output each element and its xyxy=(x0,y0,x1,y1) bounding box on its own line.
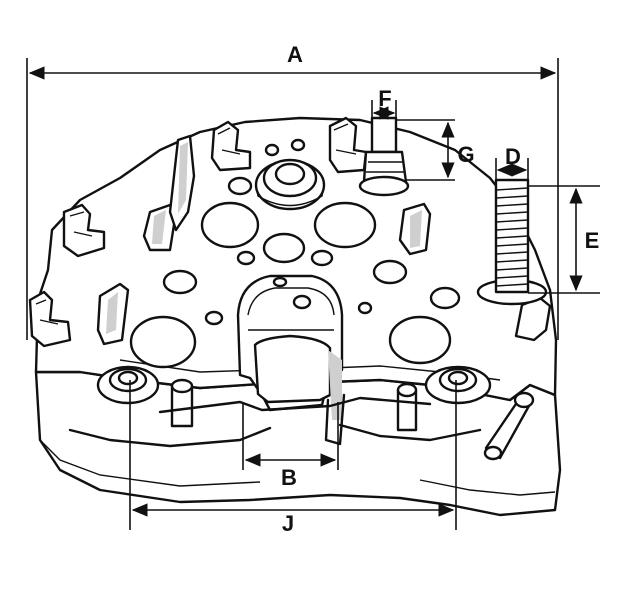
mounting-holes xyxy=(129,138,461,369)
center-bridge xyxy=(236,274,346,446)
terminal-tabs xyxy=(28,116,552,348)
dimension-label-f: F xyxy=(378,86,391,111)
dimension-label-j: J xyxy=(282,511,294,536)
center-terminal-post xyxy=(254,158,326,211)
dimension-label-b: B xyxy=(281,465,297,490)
dimension-label-g: G xyxy=(457,142,474,167)
dimension-label-e: E xyxy=(585,228,600,253)
threaded-bolt xyxy=(476,178,548,306)
dimension-label-d: D xyxy=(505,144,521,169)
front-posts xyxy=(68,365,535,461)
dimension-label-a: A xyxy=(287,42,303,67)
dimension-lines xyxy=(26,58,600,530)
